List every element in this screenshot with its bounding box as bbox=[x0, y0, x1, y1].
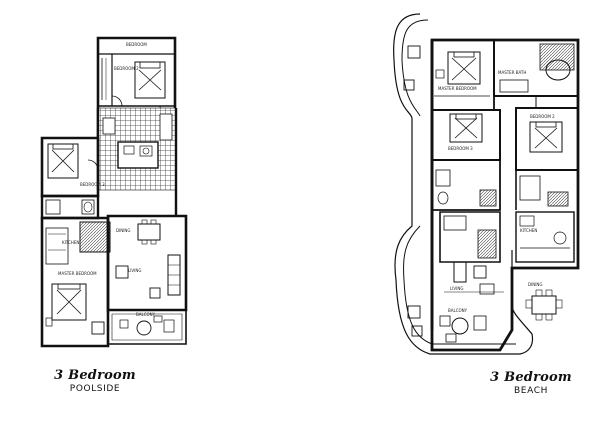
poolside-room-labels: BEDROOM BEDROOM 2 BEDROOM 3 DINING LIVIN… bbox=[58, 42, 156, 317]
label-living: LIVING bbox=[450, 286, 463, 291]
label-bedroom-2: BEDROOM 2 bbox=[530, 114, 555, 119]
poolside-title: 3 Bedroom bbox=[54, 368, 136, 383]
label-living: LIVING bbox=[128, 268, 141, 273]
label-master-bedroom: MASTER BEDROOM bbox=[58, 271, 97, 276]
poolside-balcony bbox=[107, 309, 187, 345]
beach-room-labels: MASTER BEDROOM MASTER BATH BEDROOM 2 BED… bbox=[438, 70, 555, 313]
label-bedroom-top: BEDROOM bbox=[126, 42, 147, 47]
label-dining: DINING bbox=[116, 228, 131, 233]
beach-bedroom-3 bbox=[432, 109, 501, 161]
label-balcony: BALCONY bbox=[448, 308, 468, 313]
label-master-bedroom: MASTER BEDROOM bbox=[438, 86, 477, 91]
poolside-kitchen bbox=[96, 107, 178, 215]
beach-dining bbox=[525, 289, 563, 321]
label-master-bath: MASTER BATH bbox=[498, 70, 526, 75]
poolside-floor-plan: BEDROOM BEDROOM 2 BEDROOM 3 DINING LIVIN… bbox=[40, 36, 188, 348]
beach-balcony bbox=[439, 315, 487, 343]
poolside-bedroom-3 bbox=[40, 136, 100, 198]
beach-title: 3 Bedroom bbox=[490, 370, 572, 385]
beach-bedroom-2 bbox=[515, 107, 579, 171]
label-kitchen: KITCHEN bbox=[62, 240, 79, 245]
label-balcony: BALCONY bbox=[136, 312, 156, 317]
beach-kitchen bbox=[439, 211, 575, 263]
beach-balcony-wrap bbox=[393, 13, 534, 355]
beach-caption: 3 Bedroom BEACH bbox=[466, 370, 596, 396]
beach-living bbox=[444, 261, 504, 295]
label-bedroom-3: BEDROOM 3 bbox=[448, 146, 473, 151]
poolside-subtitle: POOLSIDE bbox=[69, 384, 121, 394]
beach-master-bath bbox=[493, 39, 579, 108]
beach-baths bbox=[432, 159, 569, 211]
beach-subtitle: BEACH bbox=[514, 386, 548, 396]
label-kitchen: KITCHEN bbox=[520, 228, 537, 233]
label-bedroom-3: BEDROOM 3 bbox=[80, 182, 105, 187]
poolside-caption: 3 Bedroom POOLSIDE bbox=[30, 368, 160, 394]
beach-floor-plan: MASTER BEDROOM MASTER BATH BEDROOM 2 BED… bbox=[393, 13, 580, 355]
label-dining: DINING bbox=[528, 282, 543, 287]
poolside-master-bedroom bbox=[40, 216, 110, 348]
label-bedroom-2: BEDROOM 2 bbox=[114, 66, 139, 71]
beach-master-bedroom bbox=[432, 39, 495, 111]
